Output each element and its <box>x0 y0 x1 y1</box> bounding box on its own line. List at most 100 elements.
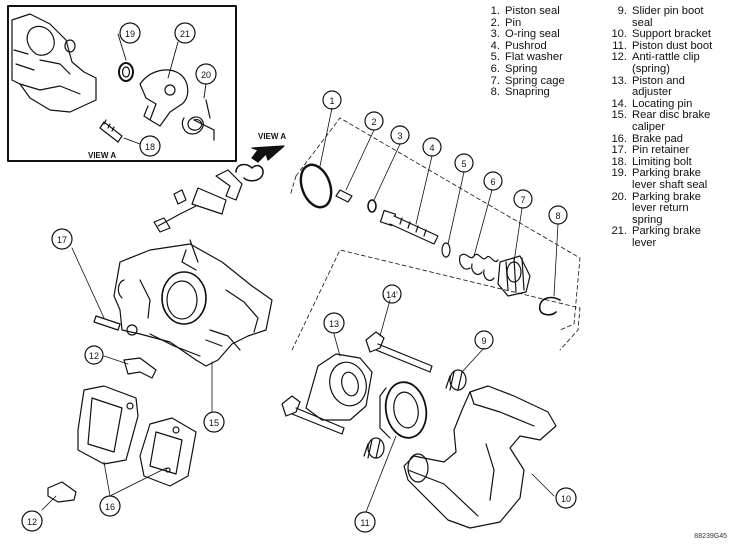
legend-item-label: Brake pad <box>632 132 683 145</box>
view-a-inset: VIEW A <box>7 5 237 162</box>
legend-item-label: Parking brake lever return spring <box>632 190 702 226</box>
legend-item: 10.Support bracket <box>606 29 712 41</box>
callout-7: 7 <box>513 189 533 209</box>
callout-20-label: 20 <box>201 70 211 80</box>
callout-5-label: 5 <box>461 159 466 169</box>
callout-18-label: 18 <box>145 142 155 152</box>
callout-10-label: 10 <box>561 494 571 504</box>
legend-item-label: Pushrod <box>505 39 547 52</box>
figure-id: 88239G45 <box>694 533 727 540</box>
legend-item: 1.Piston seal <box>478 5 565 18</box>
legend-item-label: Anti-rattle clip (spring) <box>632 51 700 75</box>
view-a-frame <box>7 5 237 162</box>
callout-8-label: 8 <box>555 211 560 221</box>
callout-2-label: 2 <box>371 117 376 127</box>
legend-item-number: 12. <box>611 51 627 64</box>
legend-item-number: 11. <box>612 39 627 52</box>
legend-item: 3. O-ring seal <box>478 29 565 41</box>
slider-pin-boot-upper <box>445 369 467 391</box>
legend-item-number: 20. <box>611 190 627 203</box>
leader-lines <box>41 107 559 513</box>
brake-pad-outer <box>77 385 139 465</box>
piston-group-outline <box>295 117 581 331</box>
legend-item: 2.Pin <box>478 16 565 30</box>
legend-item-number: 3. <box>490 28 500 41</box>
callout-12-lower: 12 <box>21 510 43 532</box>
legend-item: 8.Snapring <box>478 87 565 99</box>
callout-15: 15 <box>203 411 225 433</box>
inset-limiting-bolt <box>99 119 123 143</box>
legend-item-label: Parking brake lever <box>632 225 702 249</box>
locating-pin-lower <box>281 395 345 435</box>
callout-11: 11 <box>354 511 376 533</box>
legend-item-label: Rear disc brake caliper <box>632 109 711 133</box>
legend-item: 15. Rear disc brake caliper <box>606 109 712 133</box>
pin-retainer-part <box>93 315 121 331</box>
legend-item-label: O-ring seal <box>505 28 560 41</box>
callout-20: 20 <box>195 63 217 85</box>
view-a-arrow: VIEW A <box>251 132 286 163</box>
legend-item: 5.Flat washer <box>478 52 565 64</box>
legend-item-label: Pin <box>505 16 522 29</box>
anti-rattle-clip-upper <box>123 357 157 379</box>
brake-caliper <box>113 239 273 367</box>
callout-12-upper-label: 12 <box>89 351 99 361</box>
snapring-part <box>538 296 561 316</box>
legend-item: 20. Parking brake lever return spring <box>606 190 712 227</box>
legend-item-number: 16. <box>611 132 627 145</box>
legend-item-label: Slider pin boot seal <box>632 5 704 29</box>
callout-1-label: 1 <box>329 96 334 106</box>
caliper-parking-lever <box>153 163 264 233</box>
legend-item-number: 21. <box>611 225 627 238</box>
piston-dust-boot-part <box>379 381 428 439</box>
callout-19: 19 <box>119 22 141 44</box>
slider-pin-boot-lower <box>363 437 385 459</box>
callout-12-lower-label: 12 <box>27 517 37 527</box>
callout-14-label: 14' <box>386 290 398 300</box>
legend-item-label: Spring cage <box>505 74 565 87</box>
legend-item: 16. Brake pad <box>606 132 712 146</box>
pushrod-part <box>379 209 439 245</box>
legend-item: 17. Pin retainer <box>606 145 712 157</box>
legend-item-number: 17. <box>611 144 627 157</box>
legend-item: 19.Parking brake lever shaft seal <box>606 167 712 191</box>
callout-13-label: 13 <box>329 319 339 329</box>
callout-12-upper: 12 <box>84 345 104 365</box>
callout-21-label: 21 <box>180 29 190 39</box>
legend-item: 4. Pushrod <box>478 39 565 53</box>
legend-item-number: 18. <box>611 155 627 168</box>
legend-item-number: 4. <box>490 39 500 52</box>
callout-3-label: 3 <box>397 131 402 141</box>
view-a-arrow-label: VIEW A <box>258 132 286 141</box>
legend-item: 9. Slider pin boot seal <box>606 5 712 29</box>
callout-4: 4 <box>422 137 442 157</box>
o-ring-seal-part <box>367 199 377 213</box>
locating-pin-upper <box>365 331 433 373</box>
legend-item-label: Snapring <box>505 86 550 99</box>
piston-seal-part <box>299 163 333 209</box>
legend-item: 12. Anti-rattle clip (spring) <box>606 52 712 75</box>
legend-item-number: 9. <box>617 5 627 17</box>
legend-item-number: 6. <box>490 62 500 75</box>
callout-8: 8 <box>548 205 568 225</box>
callout-4-label: 4 <box>429 143 434 153</box>
view-direction-arrow-icon <box>251 145 285 163</box>
legend-item-label: Pin retainer <box>632 144 690 157</box>
legend-item-number: 10. <box>611 28 627 41</box>
inset-parking-lever <box>139 69 189 127</box>
callout-16: 16 <box>99 495 121 517</box>
legend-item: 13.Piston and adjuster <box>606 75 712 99</box>
callout-5: 5 <box>454 153 474 173</box>
callout-15-label: 15 <box>209 418 219 428</box>
callout-7-label: 7 <box>520 195 525 205</box>
legend-item-label: Limiting bolt <box>632 155 692 168</box>
callout-10: 10 <box>555 487 577 509</box>
spring-part <box>459 253 499 282</box>
callout-3: 3 <box>390 125 410 145</box>
legend-item-label: Flat washer <box>505 51 563 64</box>
legend-item-number: 19. <box>611 167 627 180</box>
legend-item-number: 1. <box>490 5 500 17</box>
legend-item-number: 15. <box>611 109 627 122</box>
